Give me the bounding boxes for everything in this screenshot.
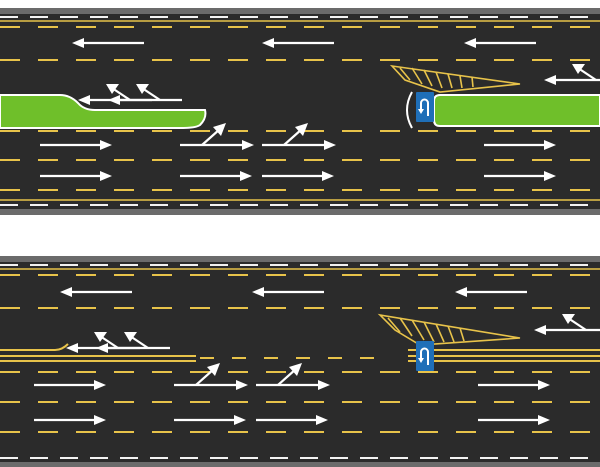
road-scene-bottom — [0, 256, 600, 467]
double-yellow-line-right — [408, 349, 600, 362]
double-yellow-line-left — [0, 343, 380, 362]
hatched-taper-top — [389, 64, 521, 93]
median-left-top — [0, 94, 207, 129]
road-top-lane-dashes — [0, 26, 600, 191]
u-turn-sign-icon — [415, 340, 435, 372]
road-scene-top — [0, 8, 600, 215]
u-turn-sign-icon — [415, 91, 435, 123]
median-right-top — [433, 94, 600, 127]
road-bottom-lane-dashes — [0, 274, 600, 433]
median-right-top-nose — [406, 91, 413, 129]
